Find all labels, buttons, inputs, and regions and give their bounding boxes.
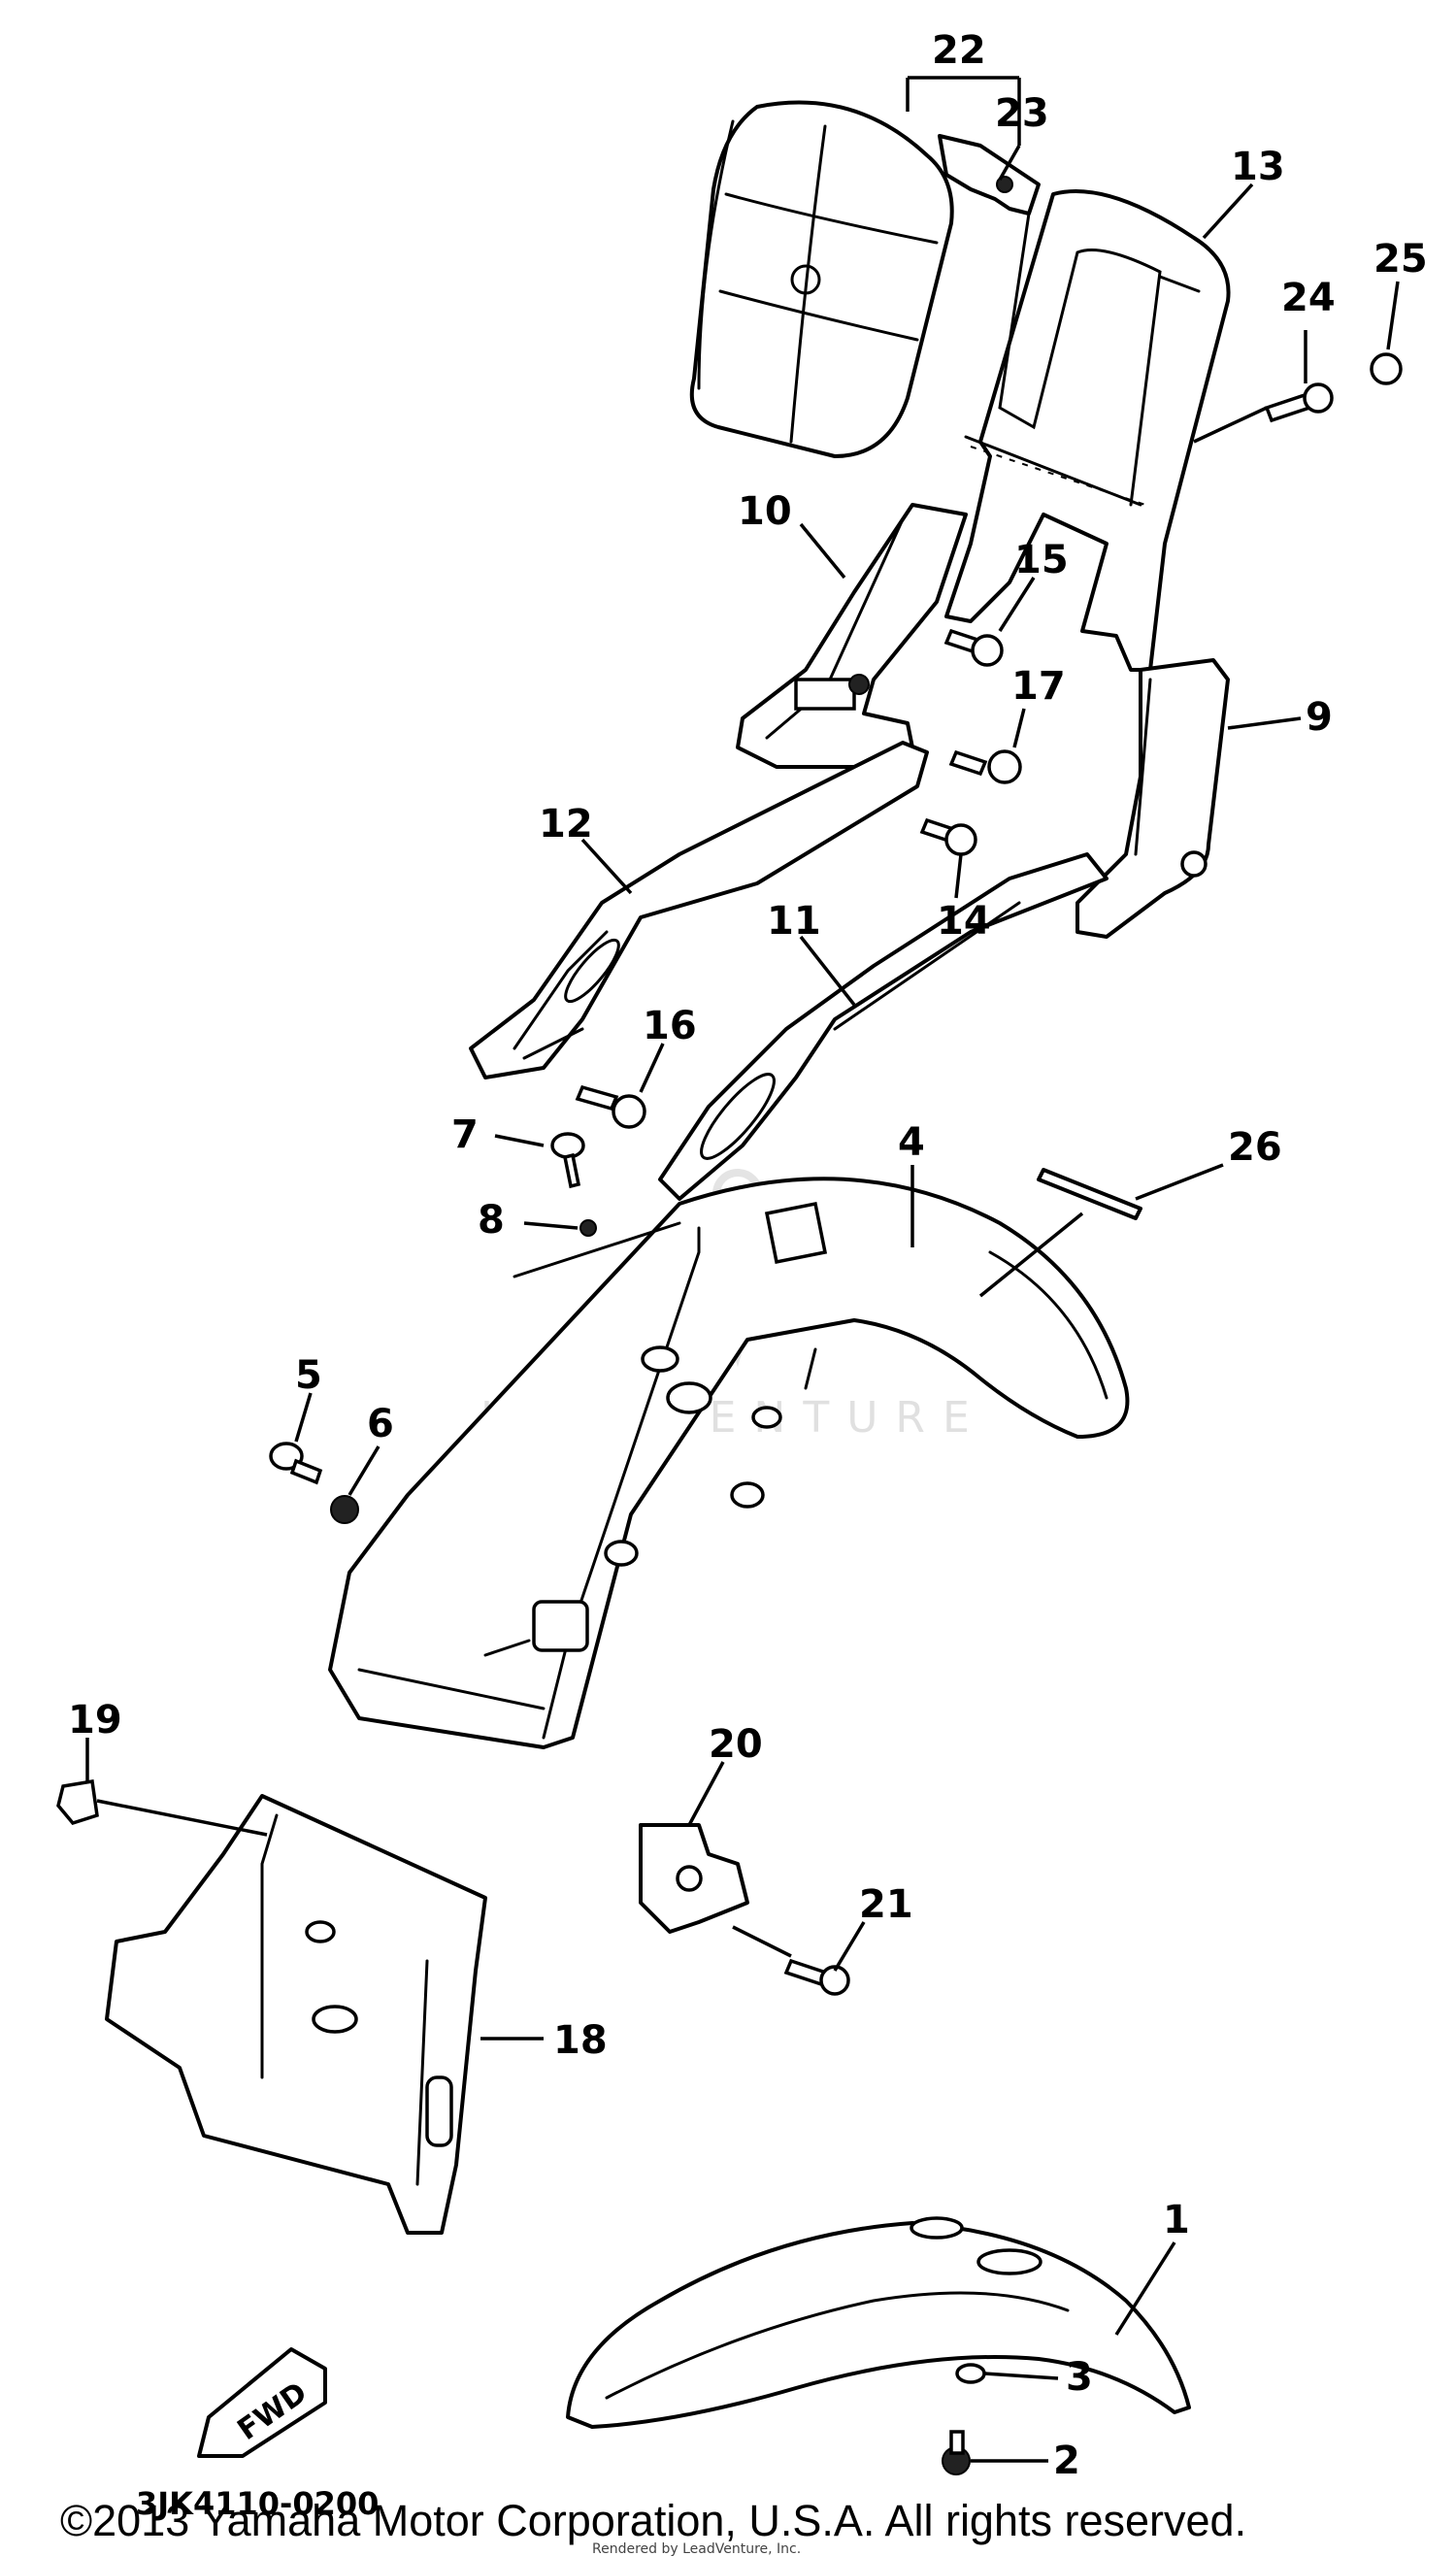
callout-10: 10 (738, 489, 792, 534)
callout-9: 9 (1306, 695, 1333, 740)
leader-lines (85, 76, 1400, 2463)
backrest-pad (689, 100, 954, 458)
front-fender (566, 2216, 1191, 2429)
callout-8: 8 (478, 1198, 505, 1243)
hardware (56, 352, 1403, 2475)
callout-24: 24 (1281, 276, 1336, 320)
callout-6: 6 (367, 1402, 394, 1446)
left-grab-rail (469, 741, 929, 1079)
callout-17: 17 (1011, 664, 1066, 709)
backrest-frame (944, 189, 1231, 672)
callout-19: 19 (68, 1698, 122, 1743)
callout-16: 16 (643, 1004, 697, 1048)
copyright-notice: ©2013 Yamaha Motor Corporation, U.S.A. A… (60, 2496, 1246, 2545)
credit-text: Rendered by LeadVenture, Inc. (592, 2541, 801, 2556)
right-bracket (1075, 658, 1230, 939)
callout-21: 21 (859, 1882, 913, 1927)
callout-7: 7 (451, 1112, 479, 1157)
pad-bracket (938, 134, 1041, 216)
callout-12: 12 (539, 802, 593, 846)
left-bracket (736, 503, 968, 769)
right-grab-rail (658, 852, 1109, 1201)
diagram-code: 3JK4110-0200 (136, 2485, 379, 2522)
callout-4: 4 (898, 1120, 925, 1165)
callout-11: 11 (767, 899, 821, 944)
callout-26: 26 (1228, 1125, 1282, 1170)
callout-20: 20 (709, 1722, 763, 1767)
callout-15: 15 (1014, 538, 1069, 582)
callout-14: 14 (937, 899, 991, 944)
callout-labels: 1 2 3 4 5 6 7 8 9 10 11 12 13 14 15 16 1… (68, 28, 1428, 2483)
callout-1: 1 (1163, 2198, 1190, 2242)
callout-22: 22 (932, 28, 986, 73)
rear-fender (328, 1177, 1130, 1749)
fwd-arrow: FWD (197, 2347, 327, 2458)
callout-23: 23 (995, 91, 1049, 136)
fender-strip (1037, 1168, 1142, 1220)
callout-25: 25 (1373, 237, 1428, 282)
light-bracket (639, 1823, 749, 1934)
callout-13: 13 (1231, 145, 1285, 189)
callout-2: 2 (1053, 2439, 1080, 2483)
callout-5: 5 (295, 1353, 322, 1398)
callout-18: 18 (553, 2018, 608, 2063)
rear-flap (105, 1794, 487, 2235)
callout-3: 3 (1066, 2355, 1093, 2400)
